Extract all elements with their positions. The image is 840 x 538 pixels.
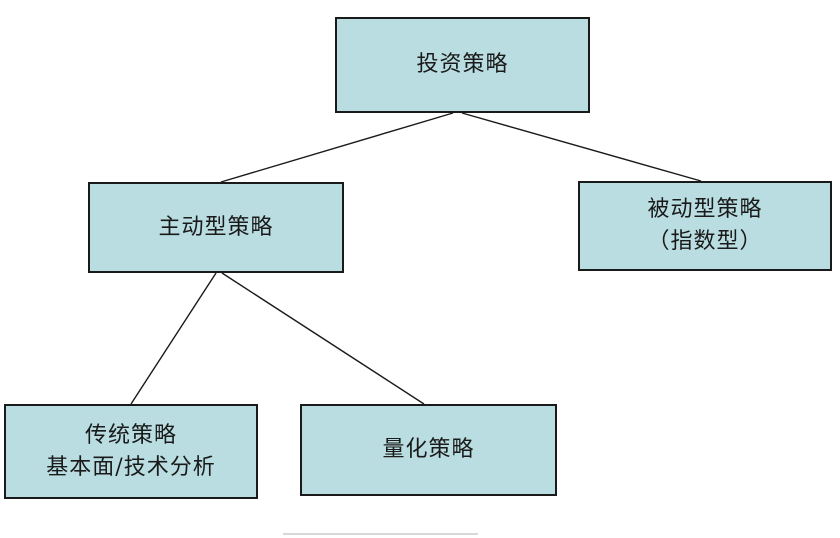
edge-root-active bbox=[220, 112, 454, 183]
edge-active-quant bbox=[221, 272, 425, 405]
node-label: 量化策略 bbox=[382, 437, 475, 463]
node-quant-strategy: 量化策略 bbox=[300, 404, 557, 496]
node-active-strategy: 主动型策略 bbox=[88, 182, 344, 273]
node-investment-strategy: 投资策略 bbox=[335, 17, 590, 113]
edge-active-traditional bbox=[130, 272, 217, 405]
node-traditional-strategy: 传统策略 基本面/技术分析 bbox=[4, 404, 258, 499]
edge-root-passive bbox=[461, 112, 702, 182]
node-label: 主动型策略 bbox=[158, 214, 274, 240]
node-passive-strategy: 被动型策略 （指数型） bbox=[578, 181, 832, 271]
node-label: 传统策略 bbox=[84, 422, 177, 448]
node-label: 被动型策略 bbox=[647, 197, 763, 223]
node-label: 投资策略 bbox=[416, 52, 509, 78]
node-sublabel: （指数型） bbox=[647, 229, 763, 254]
node-sublabel: 基本面/技术分析 bbox=[46, 454, 216, 480]
